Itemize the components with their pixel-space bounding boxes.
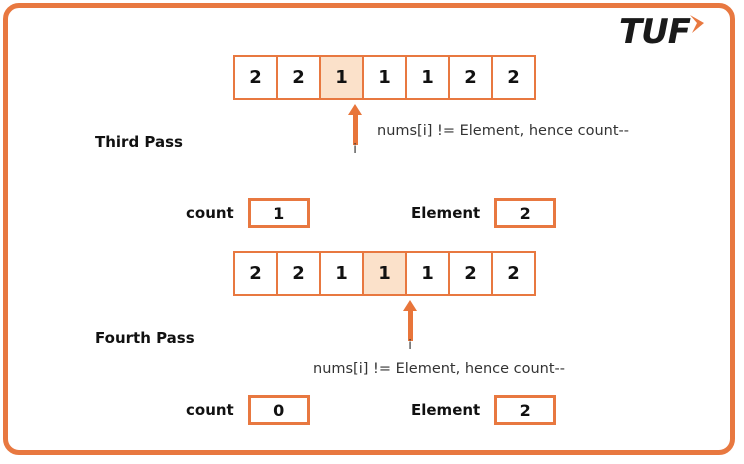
count-group-fourth: count 0 bbox=[186, 395, 310, 425]
array-cell: 1 bbox=[405, 55, 450, 100]
count-label: count bbox=[186, 204, 234, 222]
array-cell: 2 bbox=[276, 251, 321, 296]
array-cell: 2 bbox=[276, 55, 321, 100]
array-cell: 2 bbox=[491, 55, 536, 100]
count-value-box: 0 bbox=[247, 395, 310, 425]
array-cell: 1 bbox=[405, 251, 450, 296]
array-cell: 2 bbox=[448, 251, 493, 296]
pass-label-fourth: Fourth Pass bbox=[95, 329, 195, 347]
array-cell: 2 bbox=[448, 55, 493, 100]
index-pointer-arrow-fourth bbox=[403, 300, 417, 341]
element-value-box: 2 bbox=[494, 395, 557, 425]
tuf-logo: TUF bbox=[619, 14, 708, 50]
element-value-box: 2 bbox=[494, 198, 557, 228]
chevron-right-icon bbox=[688, 13, 708, 42]
array-cell: 2 bbox=[233, 251, 278, 296]
count-value-box: 1 bbox=[247, 198, 310, 228]
element-group-third: Element 2 bbox=[411, 198, 557, 228]
index-pointer-label-third: i bbox=[353, 142, 357, 157]
array-row-fourth: 2 2 1 1 1 2 2 bbox=[233, 251, 536, 296]
index-pointer-arrow-third bbox=[348, 104, 362, 145]
count-group-third: count 1 bbox=[186, 198, 310, 228]
count-label: count bbox=[186, 401, 234, 419]
index-pointer-label-fourth: i bbox=[408, 338, 412, 353]
element-label: Element bbox=[411, 401, 481, 419]
annotation-third: nums[i] != Element, hence count-- bbox=[377, 123, 630, 139]
array-cell-highlighted: 1 bbox=[362, 251, 407, 296]
array-cell: 2 bbox=[491, 251, 536, 296]
annotation-fourth: nums[i] != Element, hence count-- bbox=[313, 361, 566, 377]
diagram-frame: TUF Third Pass 2 2 1 1 1 2 2 i nums[i] !… bbox=[3, 3, 735, 455]
pass-label-third: Third Pass bbox=[95, 133, 183, 151]
array-cell: 1 bbox=[319, 251, 364, 296]
element-label: Element bbox=[411, 204, 481, 222]
array-row-third: 2 2 1 1 1 2 2 bbox=[233, 55, 536, 100]
logo-text: TUF bbox=[618, 12, 691, 52]
element-group-fourth: Element 2 bbox=[411, 395, 557, 425]
array-cell-highlighted: 1 bbox=[319, 55, 364, 100]
array-cell: 1 bbox=[362, 55, 407, 100]
array-cell: 2 bbox=[233, 55, 278, 100]
